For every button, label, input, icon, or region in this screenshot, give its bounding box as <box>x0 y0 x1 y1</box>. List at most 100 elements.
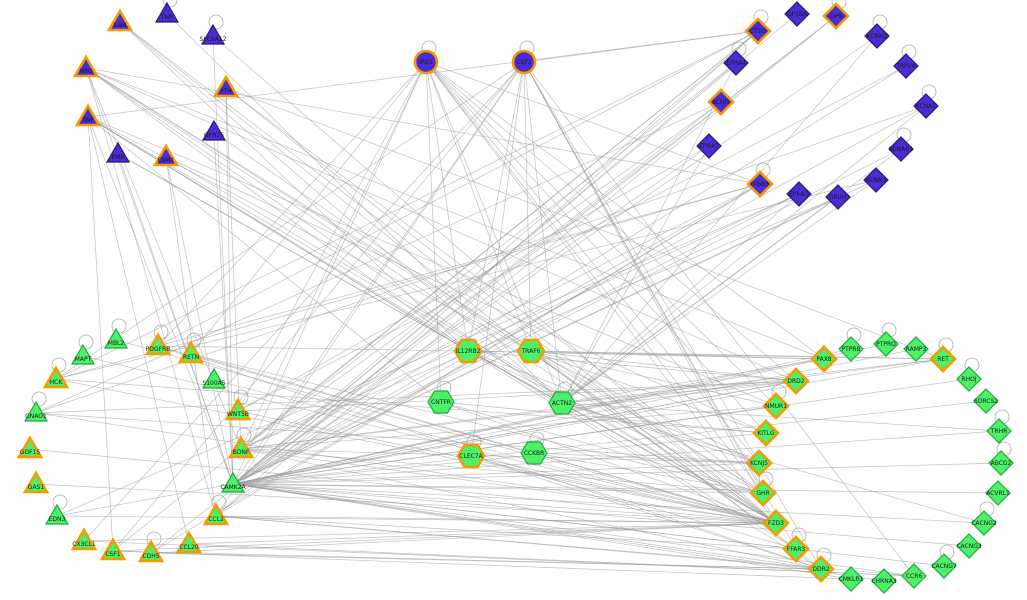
graph-node-il9r[interactable] <box>106 8 134 32</box>
graph-node-abcg2[interactable] <box>988 450 1014 476</box>
graph-node-ffar3[interactable] <box>782 535 810 563</box>
graph-edge <box>530 350 797 382</box>
graph-node-hck[interactable] <box>42 365 70 389</box>
graph-node-wnt5b[interactable] <box>224 397 252 421</box>
graph-node-ghr[interactable] <box>749 479 777 507</box>
graph-node-slc6a12[interactable] <box>200 23 226 45</box>
graph-node-ccl2[interactable] <box>202 502 230 526</box>
graph-edge <box>232 432 767 485</box>
graph-node-epha7[interactable] <box>696 133 722 159</box>
graph-node-csf2[interactable] <box>511 49 537 75</box>
graph-edge <box>232 179 877 485</box>
graph-node-mbl2[interactable] <box>103 327 129 349</box>
graph-edge <box>232 101 722 485</box>
graph-node-drd2[interactable] <box>782 367 810 395</box>
graph-node-irs1[interactable] <box>413 49 439 75</box>
self-loop-edge <box>208 14 224 30</box>
graph-node-chrna3[interactable] <box>871 568 897 594</box>
graph-node-gdf15[interactable] <box>16 435 44 459</box>
graph-node-nmur1[interactable] <box>762 392 790 420</box>
graph-node-clec7a[interactable] <box>456 443 486 469</box>
graph-node-gria1[interactable] <box>825 184 851 210</box>
graph-edge <box>82 355 777 524</box>
graph-node-cdh5[interactable] <box>137 539 165 563</box>
graph-node-kcnh2[interactable] <box>864 23 890 49</box>
graph-node-rhoj[interactable] <box>956 366 982 392</box>
graph-node-epha3[interactable] <box>786 181 812 207</box>
graph-edge <box>215 515 822 570</box>
graph-node-cacng3[interactable] <box>956 533 982 559</box>
graph-edge <box>35 380 797 414</box>
graph-edge <box>150 183 761 554</box>
graph-node-ptpro[interactable] <box>873 331 899 357</box>
graph-node-retn[interactable] <box>177 340 205 364</box>
graph-edge <box>533 452 764 494</box>
graph-node-gnao1[interactable] <box>23 400 49 422</box>
graph-node-trpv6[interactable] <box>893 53 919 79</box>
graph-node-kcnj5[interactable] <box>745 449 773 477</box>
graph-node-kcnj1[interactable] <box>707 88 735 116</box>
graph-node-edn3[interactable] <box>44 503 70 525</box>
graph-node-acvrl1[interactable] <box>985 480 1011 506</box>
graph-edge <box>523 61 563 404</box>
graph-node-ddr2[interactable] <box>807 555 835 583</box>
graph-node-actn2[interactable] <box>548 391 576 415</box>
graph-edge <box>232 483 999 494</box>
graph-edge <box>213 379 777 524</box>
graph-node-ret[interactable] <box>929 345 957 373</box>
graph-edge <box>112 550 852 580</box>
graph-node-ccr6[interactable] <box>901 563 927 589</box>
graph-node-cntfr[interactable] <box>427 390 455 414</box>
graph-edge <box>425 61 764 494</box>
graph-node-tnr[interactable] <box>154 1 180 23</box>
graph-edge <box>119 21 777 524</box>
graph-node-pdgfrb[interactable] <box>144 332 172 356</box>
graph-node-s100a5[interactable] <box>201 367 227 389</box>
graph-node-gp9[interactable] <box>822 2 850 30</box>
graph-edge <box>212 35 234 485</box>
graph-node-pax8[interactable] <box>810 345 838 373</box>
graph-node-kcnab1[interactable] <box>888 136 914 162</box>
graph-node-cacng2[interactable] <box>971 510 997 536</box>
graph-node-mpo[interactable] <box>72 54 100 78</box>
graph-node-tnf[interactable] <box>74 103 102 127</box>
graph-node-csf1[interactable] <box>99 537 127 561</box>
graph-node-cacng7[interactable] <box>931 553 957 579</box>
graph-node-ctsg[interactable] <box>744 17 772 45</box>
graph-node-ramp3[interactable] <box>903 336 929 362</box>
graph-node-il12rb2[interactable] <box>453 338 483 364</box>
graph-node-fzd3[interactable] <box>762 509 790 537</box>
graph-edge <box>87 116 190 545</box>
graph-edge <box>157 345 822 570</box>
graph-node-mapt[interactable] <box>70 343 96 365</box>
graph-edge <box>240 196 839 450</box>
graph-edge <box>112 30 759 552</box>
graph-node-camk2a[interactable] <box>220 471 246 493</box>
graph-node-sorcs2[interactable] <box>973 388 999 414</box>
graph-edge <box>561 145 710 404</box>
graph-node-kcna1[interactable] <box>913 93 939 119</box>
graph-edge <box>157 183 761 347</box>
graph-node-gp1ba[interactable] <box>784 1 810 27</box>
graph-node-ptprb[interactable] <box>838 336 864 362</box>
graph-node-kitlg[interactable] <box>752 419 780 447</box>
graph-node-cmklr1[interactable] <box>838 566 864 592</box>
graph-edge <box>232 378 970 485</box>
graph-node-kcnn3[interactable] <box>863 167 889 193</box>
graph-node-emb[interactable] <box>105 141 131 163</box>
graph-node-trhr[interactable] <box>986 418 1012 444</box>
graph-node-gpr25[interactable] <box>201 119 227 141</box>
graph-edge <box>157 345 944 360</box>
graph-node-traf6[interactable] <box>516 338 546 364</box>
graph-node-cckbr[interactable] <box>520 441 548 465</box>
graph-node-itgb3[interactable] <box>746 170 774 198</box>
graph-node-cx3cl1[interactable] <box>70 527 98 551</box>
graph-node-epha4[interactable] <box>723 50 749 76</box>
graph-node-esm1[interactable] <box>152 143 180 167</box>
graph-node-pth[interactable] <box>212 74 240 98</box>
graph-node-bdnf[interactable] <box>227 435 255 459</box>
graph-node-gas1[interactable] <box>22 470 50 494</box>
graph-edge <box>470 455 777 524</box>
graph-node-ccl20[interactable] <box>175 530 203 554</box>
